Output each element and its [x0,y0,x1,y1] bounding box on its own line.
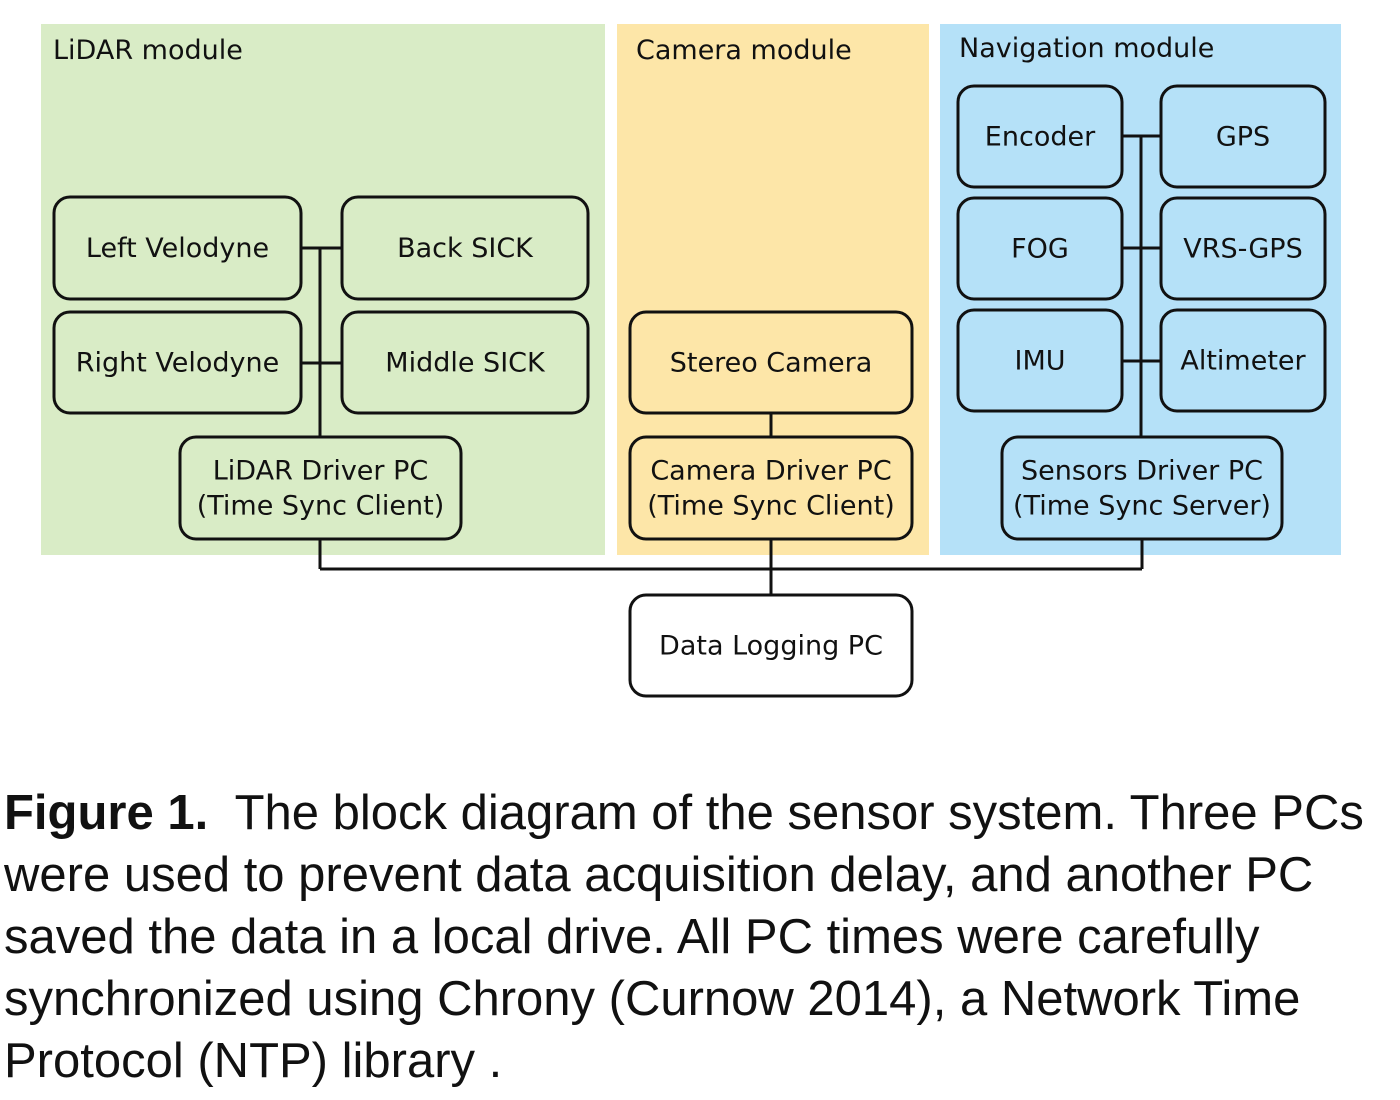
sensor-system-diagram: LiDAR module Camera module Navigation mo… [41,24,1341,698]
data-logging-pc-node: Data Logging PC [628,593,914,698]
camera-driver-pc-node: Camera Driver PC (Time Sync Client) [628,435,914,541]
middle-sick-node-box [340,310,590,415]
lidar-module-title: LiDAR module [53,35,243,66]
back-sick-node-label: Back SICK [397,233,534,264]
camera-module-title: Camera module [636,35,852,66]
back-sick-node-box [340,195,590,301]
middle-sick-node-label: Middle SICK [385,348,546,379]
right-velodyne-node-box [52,310,303,415]
imu-node: IMU [956,308,1124,413]
fog-node-box [956,196,1124,301]
camera-driver-pc-node-label: Camera Driver PC [650,456,891,487]
middle-sick-node: Middle SICK [340,310,590,415]
back-sick-node: Back SICK [340,195,590,301]
sensors-driver-pc-node-label: (Time Sync Server) [1013,491,1271,522]
left-velodyne-node-label: Left Velodyne [86,233,269,264]
stereo-camera-node-label: Stereo Camera [670,348,873,379]
data-logging-pc-node-label: Data Logging PC [659,631,883,662]
encoder-node-box [956,84,1124,189]
fog-node-label: FOG [1011,234,1069,265]
fog-node: FOG [956,196,1124,301]
camera-driver-pc-node-box [628,435,914,541]
lidar-driver-pc-node-box [178,435,463,541]
left-velodyne-node-box [52,195,303,301]
gps-node-box [1159,84,1327,189]
figure-label: Figure 1. [4,786,209,840]
connector-lines [301,134,1161,595]
data-logging-pc-node-box [628,593,914,698]
altimeter-node-box [1159,308,1327,413]
imu-node-label: IMU [1014,346,1065,377]
vrs-gps-node: VRS-GPS [1159,196,1327,301]
lidar-driver-pc-node-label: LiDAR Driver PC [213,456,428,487]
figure-caption: Figure 1. The block diagram of the senso… [4,782,1396,1092]
navigation-module-title: Navigation module [959,33,1214,64]
sensors-driver-pc-node-label: Sensors Driver PC [1021,456,1263,487]
right-velodyne-node: Right Velodyne [52,310,303,415]
altimeter-node: Altimeter [1159,308,1327,413]
encoder-node: Encoder [956,84,1124,189]
camera-driver-pc-node-label: (Time Sync Client) [647,491,895,522]
sensors-driver-pc-node: Sensors Driver PC (Time Sync Server) [1000,435,1284,541]
encoder-node-label: Encoder [985,122,1096,153]
gps-node-label: GPS [1216,122,1270,153]
imu-node-box [956,308,1124,413]
stereo-camera-node: Stereo Camera [628,310,914,415]
stereo-camera-node-box [628,310,914,415]
sensors-driver-pc-node-box [1000,435,1284,541]
vrs-gps-node-label: VRS-GPS [1183,234,1302,265]
gps-node: GPS [1159,84,1327,189]
lidar-driver-pc-node: LiDAR Driver PC (Time Sync Client) [178,435,463,541]
vrs-gps-node-box [1159,196,1327,301]
lidar-driver-pc-node-label: (Time Sync Client) [197,491,445,522]
right-velodyne-node-label: Right Velodyne [76,348,280,379]
left-velodyne-node: Left Velodyne [52,195,303,301]
caption-text: The block diagram of the sensor system. … [4,786,1364,1088]
altimeter-node-label: Altimeter [1180,346,1306,377]
